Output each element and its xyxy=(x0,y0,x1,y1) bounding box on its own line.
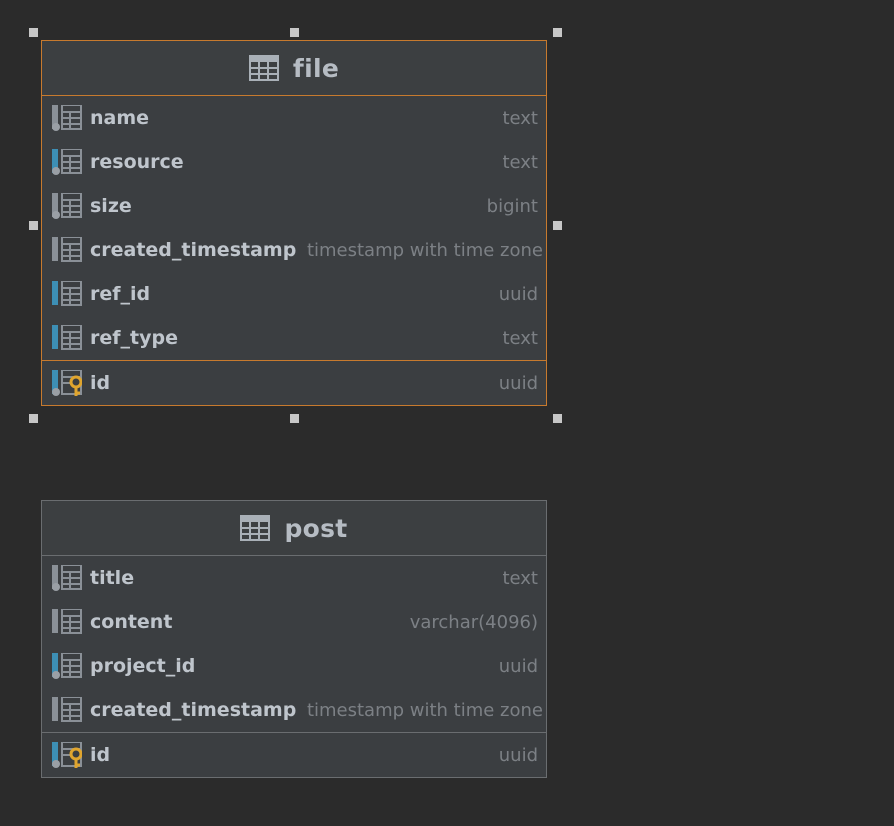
resize-handle-bottom-right[interactable] xyxy=(553,414,562,423)
resize-handle-top-right[interactable] xyxy=(553,28,562,37)
column-name: size xyxy=(90,195,132,217)
column-type: uuid xyxy=(498,372,538,394)
column-name: ref_id xyxy=(90,283,151,305)
table-icon xyxy=(240,515,271,541)
column-type: timestamp with time zone xyxy=(306,239,543,261)
column-row[interactable]: name text xyxy=(42,96,546,140)
column-type: text xyxy=(502,151,538,173)
column-row[interactable]: resource text xyxy=(42,140,546,184)
column-name: resource xyxy=(90,151,184,173)
column-type: uuid xyxy=(498,744,538,766)
column-name: id xyxy=(90,372,111,394)
column-name: created_timestamp xyxy=(90,239,297,261)
column-name: project_id xyxy=(90,655,196,677)
column-name: name xyxy=(90,107,150,129)
column-name: content xyxy=(90,611,173,633)
entity-header[interactable]: file xyxy=(42,41,546,96)
column-icon xyxy=(52,608,82,635)
resize-handle-bottom-left[interactable] xyxy=(29,414,38,423)
primary-key-section: id uuid xyxy=(42,732,546,777)
primary-key-section: id uuid xyxy=(42,360,546,405)
entity-title: post xyxy=(284,513,348,543)
resize-handle-right[interactable] xyxy=(553,221,562,230)
primary-key-row[interactable]: id uuid xyxy=(42,361,546,405)
column-type: uuid xyxy=(498,283,538,305)
primary-key-icon xyxy=(52,369,83,396)
column-name: id xyxy=(90,744,111,766)
resize-handle-left[interactable] xyxy=(29,221,38,230)
column-row[interactable]: ref_type text xyxy=(42,316,546,360)
column-notnull-icon xyxy=(52,104,82,131)
column-type: text xyxy=(502,567,538,589)
column-fk-icon xyxy=(52,324,82,351)
column-fk-notnull-icon xyxy=(52,652,82,679)
column-type: text xyxy=(502,107,538,129)
table-icon xyxy=(248,55,279,81)
primary-key-icon xyxy=(52,741,83,768)
column-type: uuid xyxy=(498,655,538,677)
resize-handle-bottom[interactable] xyxy=(290,414,299,423)
column-name: ref_type xyxy=(90,327,178,349)
column-type: varchar(4096) xyxy=(409,611,538,633)
column-row[interactable]: ref_id uuid xyxy=(42,272,546,316)
column-row[interactable]: created_timestamp timestamp with time zo… xyxy=(42,688,546,732)
entity-header[interactable]: post xyxy=(42,501,546,556)
column-name: title xyxy=(90,567,135,589)
column-fk-notnull-icon xyxy=(52,148,82,175)
resize-handle-top[interactable] xyxy=(290,28,299,37)
column-row[interactable]: title text xyxy=(42,556,546,600)
column-row[interactable]: content varchar(4096) xyxy=(42,600,546,644)
column-notnull-icon xyxy=(52,192,82,219)
column-row[interactable]: size bigint xyxy=(42,184,546,228)
resize-handle-top-left[interactable] xyxy=(29,28,38,37)
column-type: timestamp with time zone xyxy=(306,699,543,721)
column-type: text xyxy=(502,327,538,349)
column-icon xyxy=(52,236,82,263)
column-notnull-icon xyxy=(52,564,82,591)
column-list: name text resource text xyxy=(42,96,546,360)
column-name: created_timestamp xyxy=(90,699,297,721)
entity-title: file xyxy=(292,53,340,83)
column-fk-icon xyxy=(52,280,82,307)
column-row[interactable]: created_timestamp timestamp with time zo… xyxy=(42,228,546,272)
entity-file[interactable]: file name text xyxy=(41,40,547,406)
column-row[interactable]: project_id uuid xyxy=(42,644,546,688)
column-list: title text content varchar(4096) xyxy=(42,556,546,732)
entity-post[interactable]: post title text xyxy=(41,500,547,778)
column-type: bigint xyxy=(486,195,538,217)
primary-key-row[interactable]: id uuid xyxy=(42,733,546,777)
column-icon xyxy=(52,696,82,723)
